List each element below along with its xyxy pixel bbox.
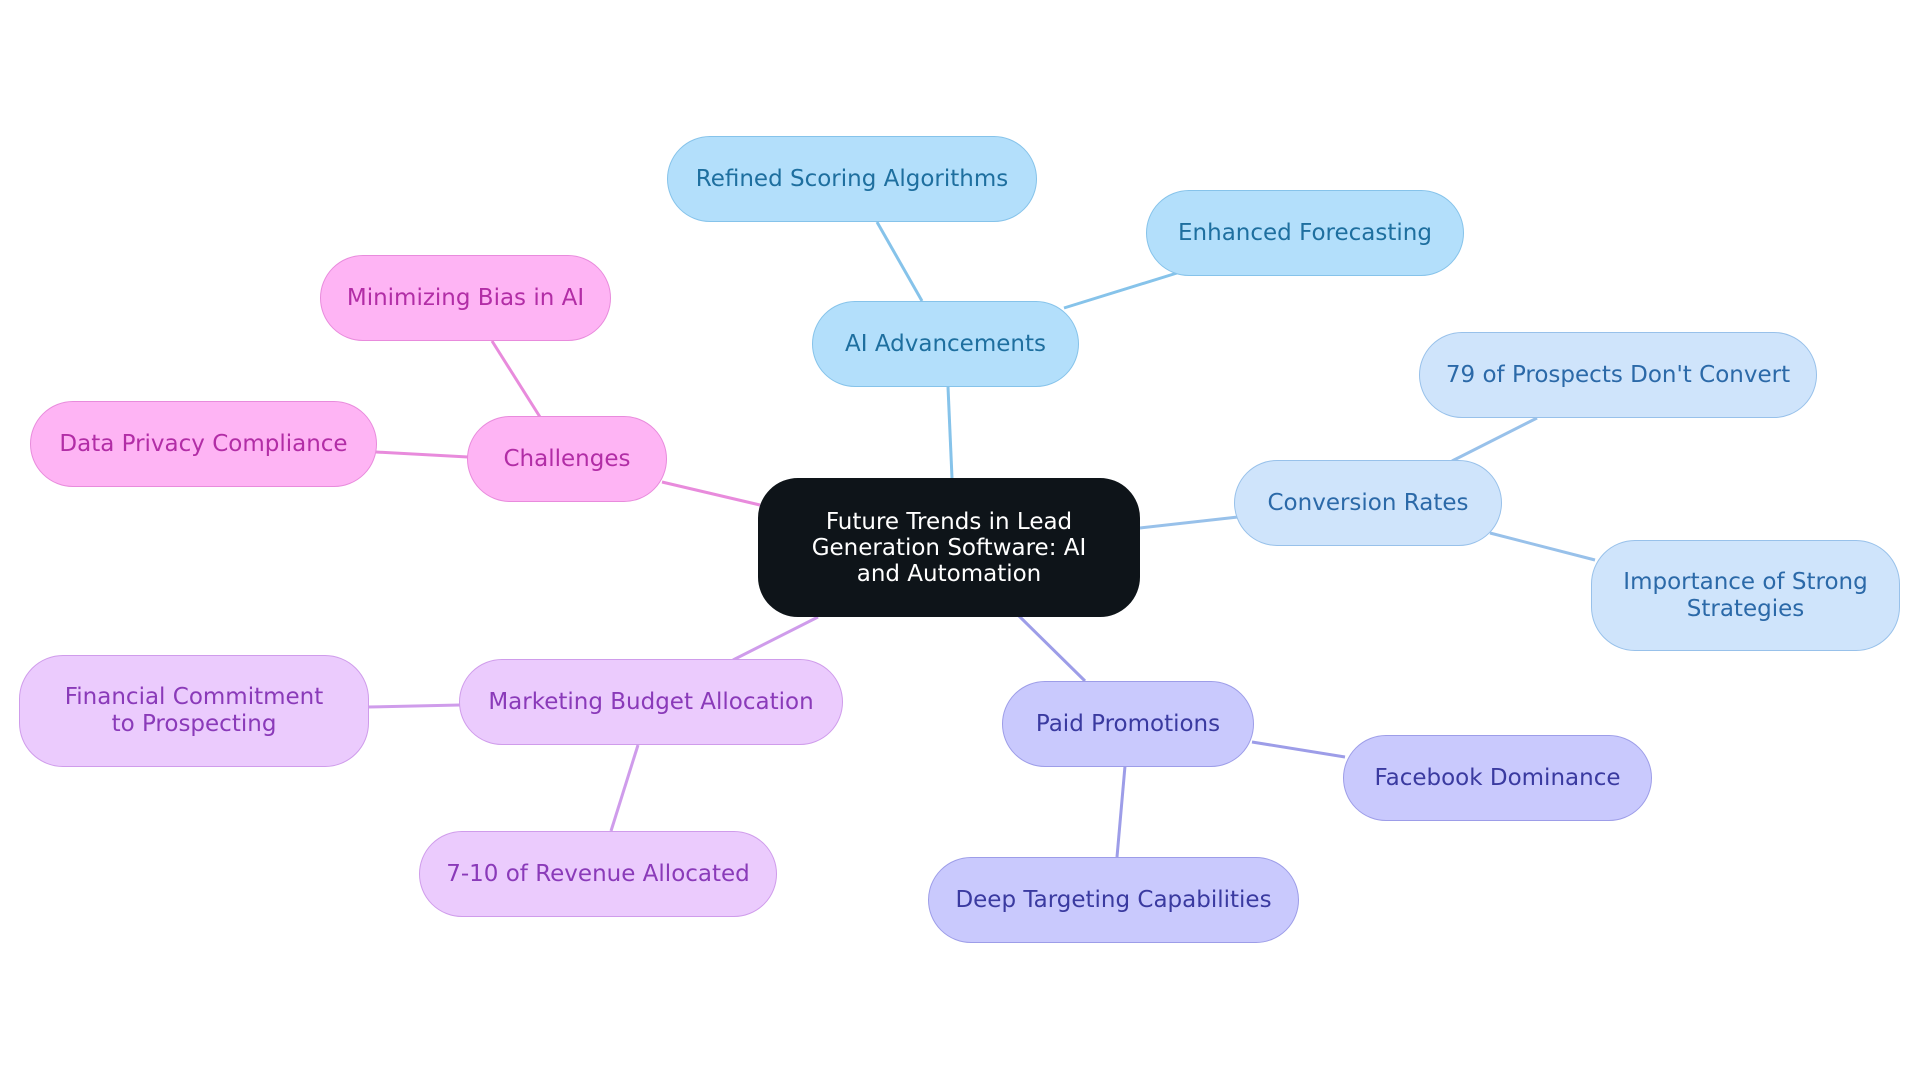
leaf-label: Refined Scoring Algorithms xyxy=(695,165,1009,192)
edge-marketing-commitment-line xyxy=(367,703,461,709)
edge-paid-targeting xyxy=(1115,765,1127,858)
leaf-label: Importance of Strong Strategies xyxy=(1623,568,1868,622)
leaf-node-deep-targeting[interactable]: Deep Targeting Capabilities xyxy=(928,857,1299,943)
branch-label: Marketing Budget Allocation xyxy=(488,688,814,715)
leaf-label: 79 of Prospects Don't Convert xyxy=(1445,361,1791,388)
branch-node-marketing-budget[interactable]: Marketing Budget Allocation xyxy=(459,659,843,745)
leaf-node-facebook-dominance[interactable]: Facebook Dominance xyxy=(1343,735,1652,821)
leaf-label: Facebook Dominance xyxy=(1374,764,1621,791)
edge-conversion-prospects xyxy=(1451,416,1538,463)
root-node-label: Future Trends in Lead Generation Softwar… xyxy=(811,508,1087,587)
branch-node-ai-advancements[interactable]: AI Advancements xyxy=(812,301,1079,387)
leaf-node-strong-strategies[interactable]: Importance of Strong Strategies xyxy=(1591,540,1900,651)
edge-challenges-bias xyxy=(490,340,542,418)
leaf-node-minimizing-bias[interactable]: Minimizing Bias in AI xyxy=(320,255,611,341)
leaf-label: Enhanced Forecasting xyxy=(1178,219,1432,246)
leaf-node-refined-scoring[interactable]: Refined Scoring Algorithms xyxy=(667,136,1037,222)
leaf-label: Financial Commitment to Prospecting xyxy=(64,684,324,737)
edge-root-conversion xyxy=(1139,515,1239,530)
branch-label: Challenges xyxy=(503,445,631,472)
leaf-node-financial-commitment[interactable]: Financial Commitment to Prospecting xyxy=(19,655,369,767)
leaf-label: Minimizing Bias in AI xyxy=(346,284,585,311)
edge-root-paid xyxy=(1016,613,1087,683)
branch-node-challenges[interactable]: Challenges xyxy=(467,416,667,502)
edge-ai-scoring xyxy=(875,221,924,302)
leaf-node-data-privacy[interactable]: Data Privacy Compliance xyxy=(30,401,377,487)
root-node[interactable]: Future Trends in Lead Generation Softwar… xyxy=(758,478,1140,617)
leaf-label: 7-10 of Revenue Allocated xyxy=(446,860,750,887)
edge-ai-forecasting xyxy=(1063,271,1178,310)
edge-root-challenges xyxy=(661,480,761,507)
leaf-node-enhanced-forecasting[interactable]: Enhanced Forecasting xyxy=(1146,190,1464,276)
branch-label: Paid Promotions xyxy=(1035,710,1221,737)
edge-paid-facebook xyxy=(1251,740,1346,759)
leaf-node-prospects-dont-convert[interactable]: 79 of Prospects Don't Convert xyxy=(1419,332,1817,418)
leaf-label: Deep Targeting Capabilities xyxy=(955,886,1272,913)
branch-node-paid-promotions[interactable]: Paid Promotions xyxy=(1002,681,1254,767)
leaf-label: Data Privacy Compliance xyxy=(59,430,348,457)
edge-root-ai xyxy=(946,386,954,479)
branch-node-conversion-rates[interactable]: Conversion Rates xyxy=(1234,460,1502,546)
branch-label: Conversion Rates xyxy=(1267,489,1469,516)
branch-label: AI Advancements xyxy=(845,330,1046,357)
edge-conversion-strategies xyxy=(1489,531,1596,562)
edge-root-marketing xyxy=(732,615,819,662)
leaf-node-revenue-allocated[interactable]: 7-10 of Revenue Allocated xyxy=(419,831,777,917)
edge-challenges-privacy xyxy=(375,450,469,459)
edge-marketing-revenue xyxy=(609,744,640,832)
